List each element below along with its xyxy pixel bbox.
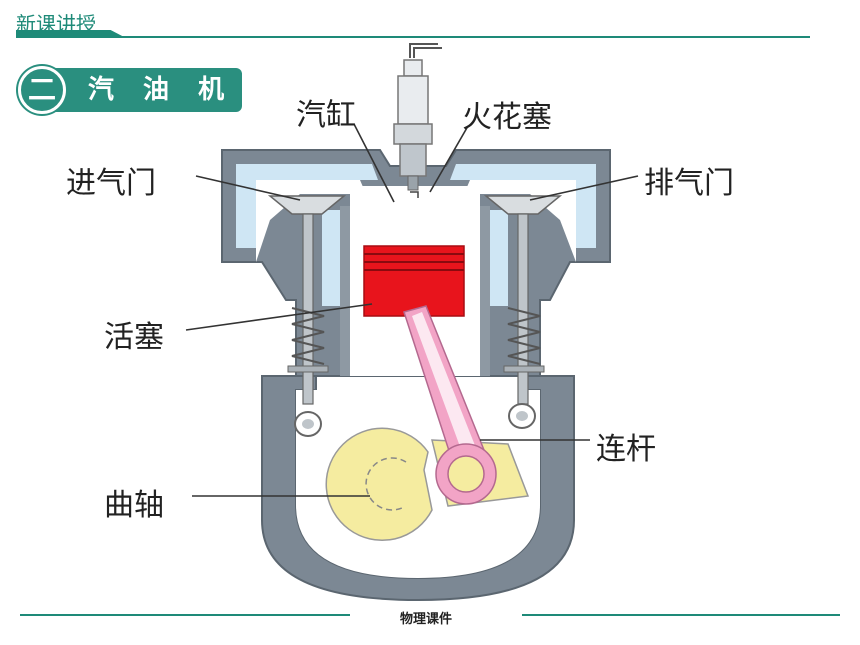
label-piston: 活塞: [104, 320, 164, 355]
header-rule: [16, 36, 810, 38]
exhaust-valve: [483, 195, 563, 429]
footer-rule-left: [20, 614, 350, 616]
section-title: 汽 油 机: [88, 75, 235, 105]
footer-text: 物理课件: [400, 612, 453, 627]
coolant-jacket-right: [450, 164, 596, 248]
connecting-rod: [403, 305, 497, 505]
spark-plug: [393, 43, 442, 198]
label-spark-plug: 火花塞: [462, 100, 552, 135]
label-intake-valve: 进气门: [66, 166, 156, 201]
intake-valve: [267, 195, 347, 437]
header-tab-decoration: [16, 30, 126, 38]
leader-lines: [185, 123, 639, 497]
label-crankshaft: 曲轴: [104, 488, 164, 523]
section-badge-bar: [44, 68, 242, 112]
section-number: 二: [18, 66, 66, 114]
label-exhaust-valve: 排气门: [644, 166, 734, 201]
label-connecting-rod: 连杆: [596, 432, 656, 467]
piston: [363, 245, 465, 317]
coolant-jacket-left: [236, 164, 378, 248]
label-cylinder: 汽缸: [296, 98, 356, 133]
section-badge: 二 汽 油 机: [18, 66, 242, 114]
footer-rule-right: [522, 614, 840, 616]
